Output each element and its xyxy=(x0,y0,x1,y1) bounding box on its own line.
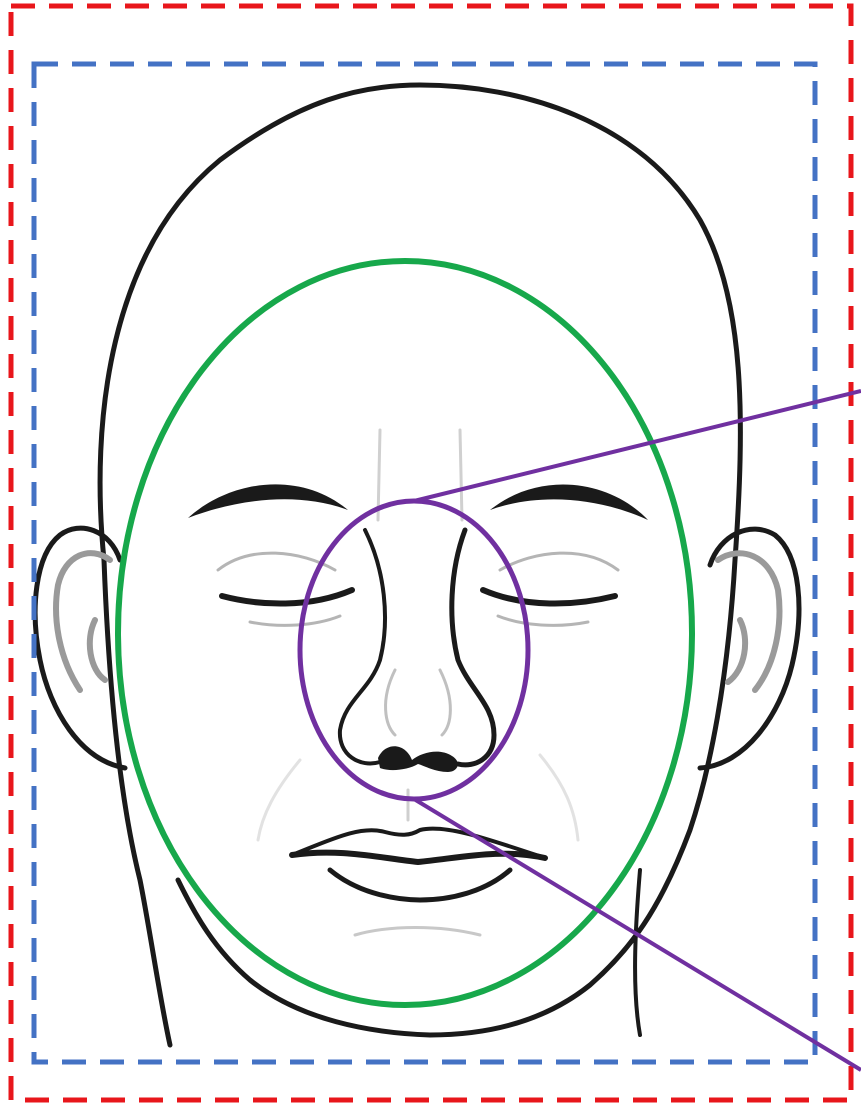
left-ear-inner xyxy=(56,553,110,690)
nose-region-ellipse xyxy=(300,501,528,799)
right-eye xyxy=(483,590,615,604)
left-ear xyxy=(35,528,125,768)
right-eyebrow xyxy=(490,485,648,520)
callout-line-top xyxy=(414,391,861,501)
neck-right xyxy=(635,870,640,1035)
lower-lip xyxy=(330,870,510,900)
nostrils xyxy=(378,746,458,772)
chin-shading xyxy=(355,928,480,936)
nose-left-side xyxy=(340,530,385,763)
left-eyebrow xyxy=(188,484,348,518)
nose-shading xyxy=(386,670,451,735)
face-region-ellipse xyxy=(118,261,692,1005)
left-eye xyxy=(222,590,352,604)
nose-right-side xyxy=(452,530,494,765)
